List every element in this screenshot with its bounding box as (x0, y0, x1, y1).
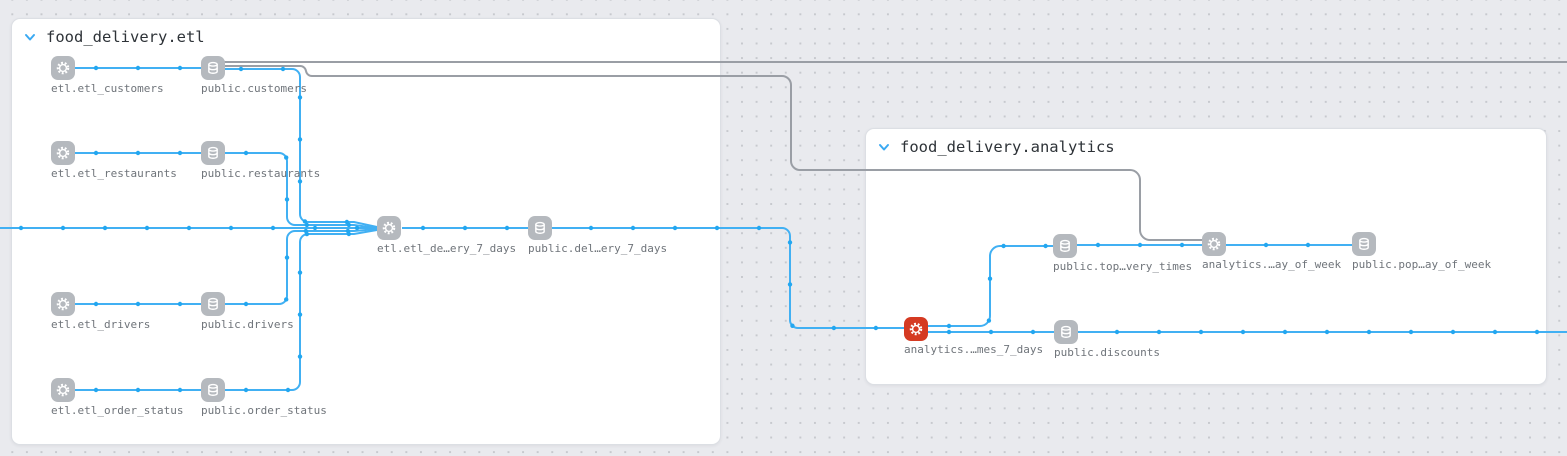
node-etl-delivery-7-days[interactable]: etl.etl_de…ery_7_days (377, 216, 516, 255)
node-label: public.top…very_times (1053, 260, 1193, 273)
database-icon (528, 216, 552, 240)
chevron-down-icon[interactable] (877, 140, 891, 154)
database-icon (201, 141, 225, 165)
node-public-discounts[interactable]: public.discounts (1054, 320, 1160, 359)
database-icon (1054, 320, 1078, 344)
node-label: etl.etl_drivers (51, 318, 151, 331)
node-etl-restaurants[interactable]: etl.etl_restaurants (51, 141, 177, 180)
node-label: etl.etl_de…ery_7_days (377, 242, 517, 255)
gear-icon (51, 378, 75, 402)
node-label: public.del…ery_7_days (528, 242, 668, 255)
node-public-customers[interactable]: public.customers (201, 56, 307, 95)
gear-icon (51, 292, 75, 316)
node-public-pop-day-of-week[interactable]: public.pop…ay_of_week (1352, 232, 1491, 271)
node-label: public.drivers (201, 318, 294, 331)
node-label: public.order_status (201, 404, 327, 417)
gear-icon (1202, 232, 1226, 256)
group-etl-header[interactable]: food_delivery.etl (12, 19, 720, 55)
node-public-restaurants[interactable]: public.restaurants (201, 141, 320, 180)
gear-icon (377, 216, 401, 240)
gear-icon (51, 141, 75, 165)
node-label: etl.etl_restaurants (51, 167, 177, 180)
group-title: food_delivery.etl (46, 28, 205, 46)
gear-icon (51, 56, 75, 80)
node-label: analytics.…ay_of_week (1202, 258, 1342, 271)
node-public-drivers[interactable]: public.drivers (201, 292, 294, 331)
node-label: analytics.…mes_7_days (904, 343, 1044, 356)
node-etl-order-status[interactable]: etl.etl_order_status (51, 378, 183, 417)
node-label: public.discounts (1054, 346, 1160, 359)
database-icon (1053, 234, 1077, 258)
gear-icon (904, 317, 928, 341)
node-label: etl.etl_order_status (51, 404, 184, 417)
node-label: public.restaurants (201, 167, 321, 180)
node-etl-customers[interactable]: etl.etl_customers (51, 56, 164, 95)
node-public-top-delivery-times[interactable]: public.top…very_times (1053, 234, 1192, 273)
node-label: etl.etl_customers (51, 82, 164, 95)
database-icon (201, 292, 225, 316)
chevron-down-icon[interactable] (23, 30, 37, 44)
node-public-order-status[interactable]: public.order_status (201, 378, 327, 417)
node-label: public.pop…ay_of_week (1352, 258, 1492, 271)
database-icon (201, 56, 225, 80)
group-title: food_delivery.analytics (900, 138, 1115, 156)
node-label: public.customers (201, 82, 307, 95)
node-etl-drivers[interactable]: etl.etl_drivers (51, 292, 150, 331)
node-analytics-times-7-days[interactable]: analytics.…mes_7_days (904, 317, 1043, 356)
group-analytics-header[interactable]: food_delivery.analytics (866, 129, 1546, 165)
database-icon (1352, 232, 1376, 256)
node-public-delivery-7-days[interactable]: public.del…ery_7_days (528, 216, 667, 255)
node-analytics-day-of-week[interactable]: analytics.…ay_of_week (1202, 232, 1341, 271)
database-icon (201, 378, 225, 402)
